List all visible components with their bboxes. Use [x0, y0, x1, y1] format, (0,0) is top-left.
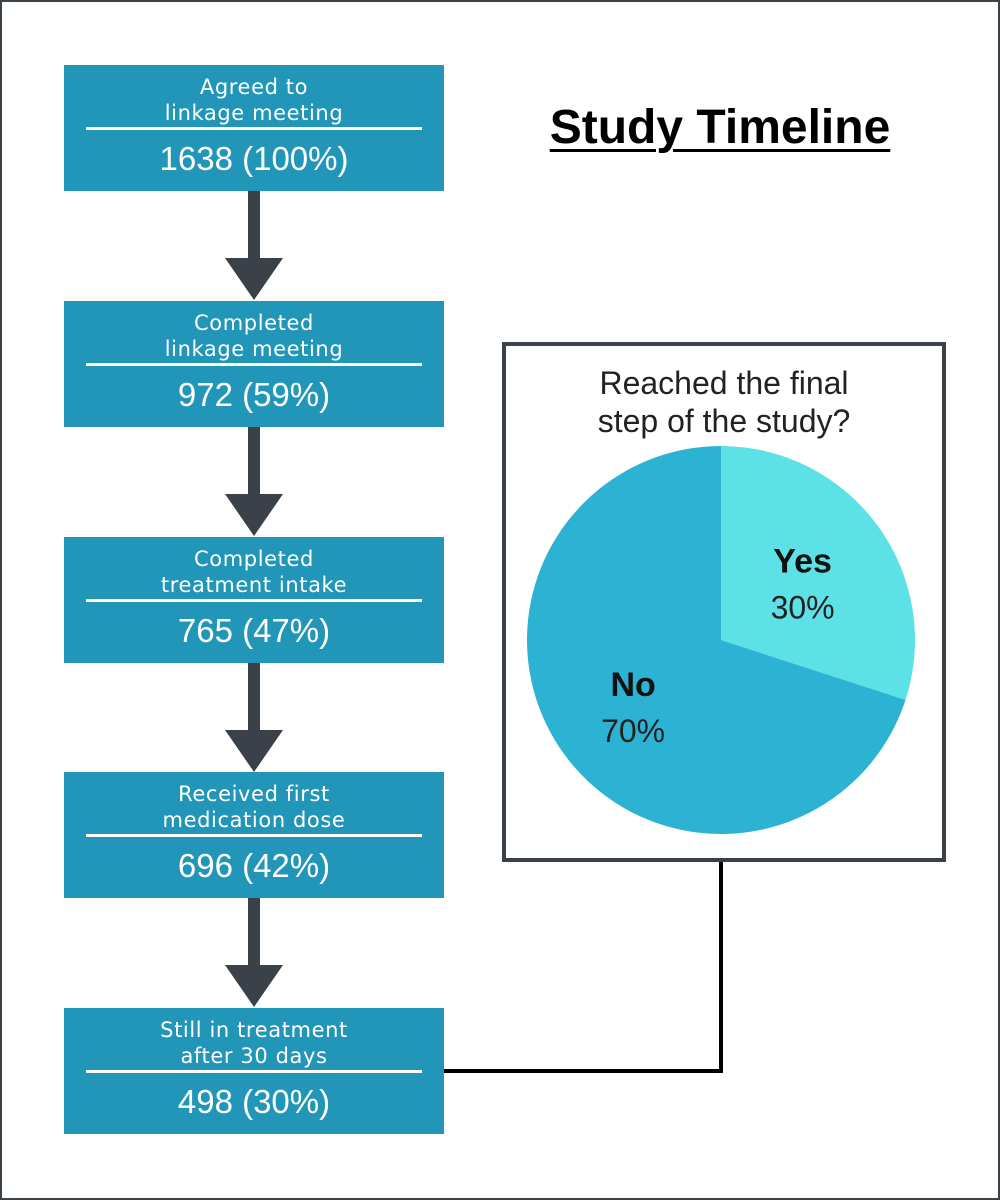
step-label-line2: linkage meeting [164, 101, 344, 125]
step-label-line2: linkage meeting [164, 337, 344, 361]
pie-slice-yes [721, 446, 915, 700]
step-value: 696 (42%) [177, 847, 331, 884]
arrow-shaft [248, 191, 260, 261]
step-box-agreed: Agreed to linkage meeting 1638 (100%) [64, 65, 444, 191]
pie-chart: Yes 30% No 70% [527, 446, 915, 834]
pie-slice-no [527, 446, 906, 834]
step-label-line1: Completed [194, 547, 314, 571]
pie-slice-value: 30% [771, 590, 835, 626]
step-label-line1: Received first [178, 782, 330, 806]
pie-title-line2: step of the study? [597, 403, 851, 439]
pie-slice-label: No [610, 666, 655, 704]
step-divider [86, 599, 422, 602]
step-label: Agreed to linkage meeting [64, 74, 444, 126]
step-divider [86, 127, 422, 130]
pie-title: Reached the final step of the study? [506, 364, 942, 440]
step-label-line1: Still in treatment [160, 1018, 348, 1042]
pie-title-line1: Reached the final [599, 365, 849, 401]
step-label: Still in treatment after 30 days [64, 1017, 444, 1069]
arrow-down-icon [225, 730, 283, 772]
step-divider [86, 1070, 422, 1073]
step-value: 1638 (100%) [159, 140, 349, 177]
step-box-still-in-treatment: Still in treatment after 30 days 498 (30… [64, 1008, 444, 1134]
step-value: 765 (47%) [177, 612, 331, 649]
arrow-down-icon [225, 965, 283, 1007]
page-title: Study Timeline [549, 101, 891, 154]
step-value: 972 (59%) [177, 376, 331, 413]
step-divider [86, 363, 422, 366]
arrow-down-icon [225, 258, 283, 300]
step-label-line1: Completed [194, 311, 314, 335]
step-divider [86, 834, 422, 837]
step-label: Completed treatment intake [64, 546, 444, 598]
arrow-down-icon [225, 494, 283, 536]
step-label: Received first medication dose [64, 781, 444, 833]
step-label-line2: medication dose [162, 808, 346, 832]
arrow-shaft [248, 898, 260, 968]
arrow-shaft [248, 663, 260, 733]
step-label: Completed linkage meeting [64, 310, 444, 362]
step-label-line2: treatment intake [160, 573, 348, 597]
step-box-treatment-intake: Completed treatment intake 765 (47%) [64, 537, 444, 663]
pie-slice-label: Yes [773, 543, 832, 581]
pie-chart-panel: Reached the final step of the study? Yes… [502, 342, 946, 862]
step-label-line2: after 30 days [180, 1044, 328, 1068]
pie-slice-value: 70% [601, 713, 665, 749]
step-box-first-dose: Received first medication dose 696 (42%) [64, 772, 444, 898]
step-label-line1: Agreed to [199, 75, 309, 99]
step-value: 498 (30%) [177, 1083, 331, 1120]
arrow-shaft [248, 427, 260, 497]
step-box-completed-linkage: Completed linkage meeting 972 (59%) [64, 301, 444, 427]
